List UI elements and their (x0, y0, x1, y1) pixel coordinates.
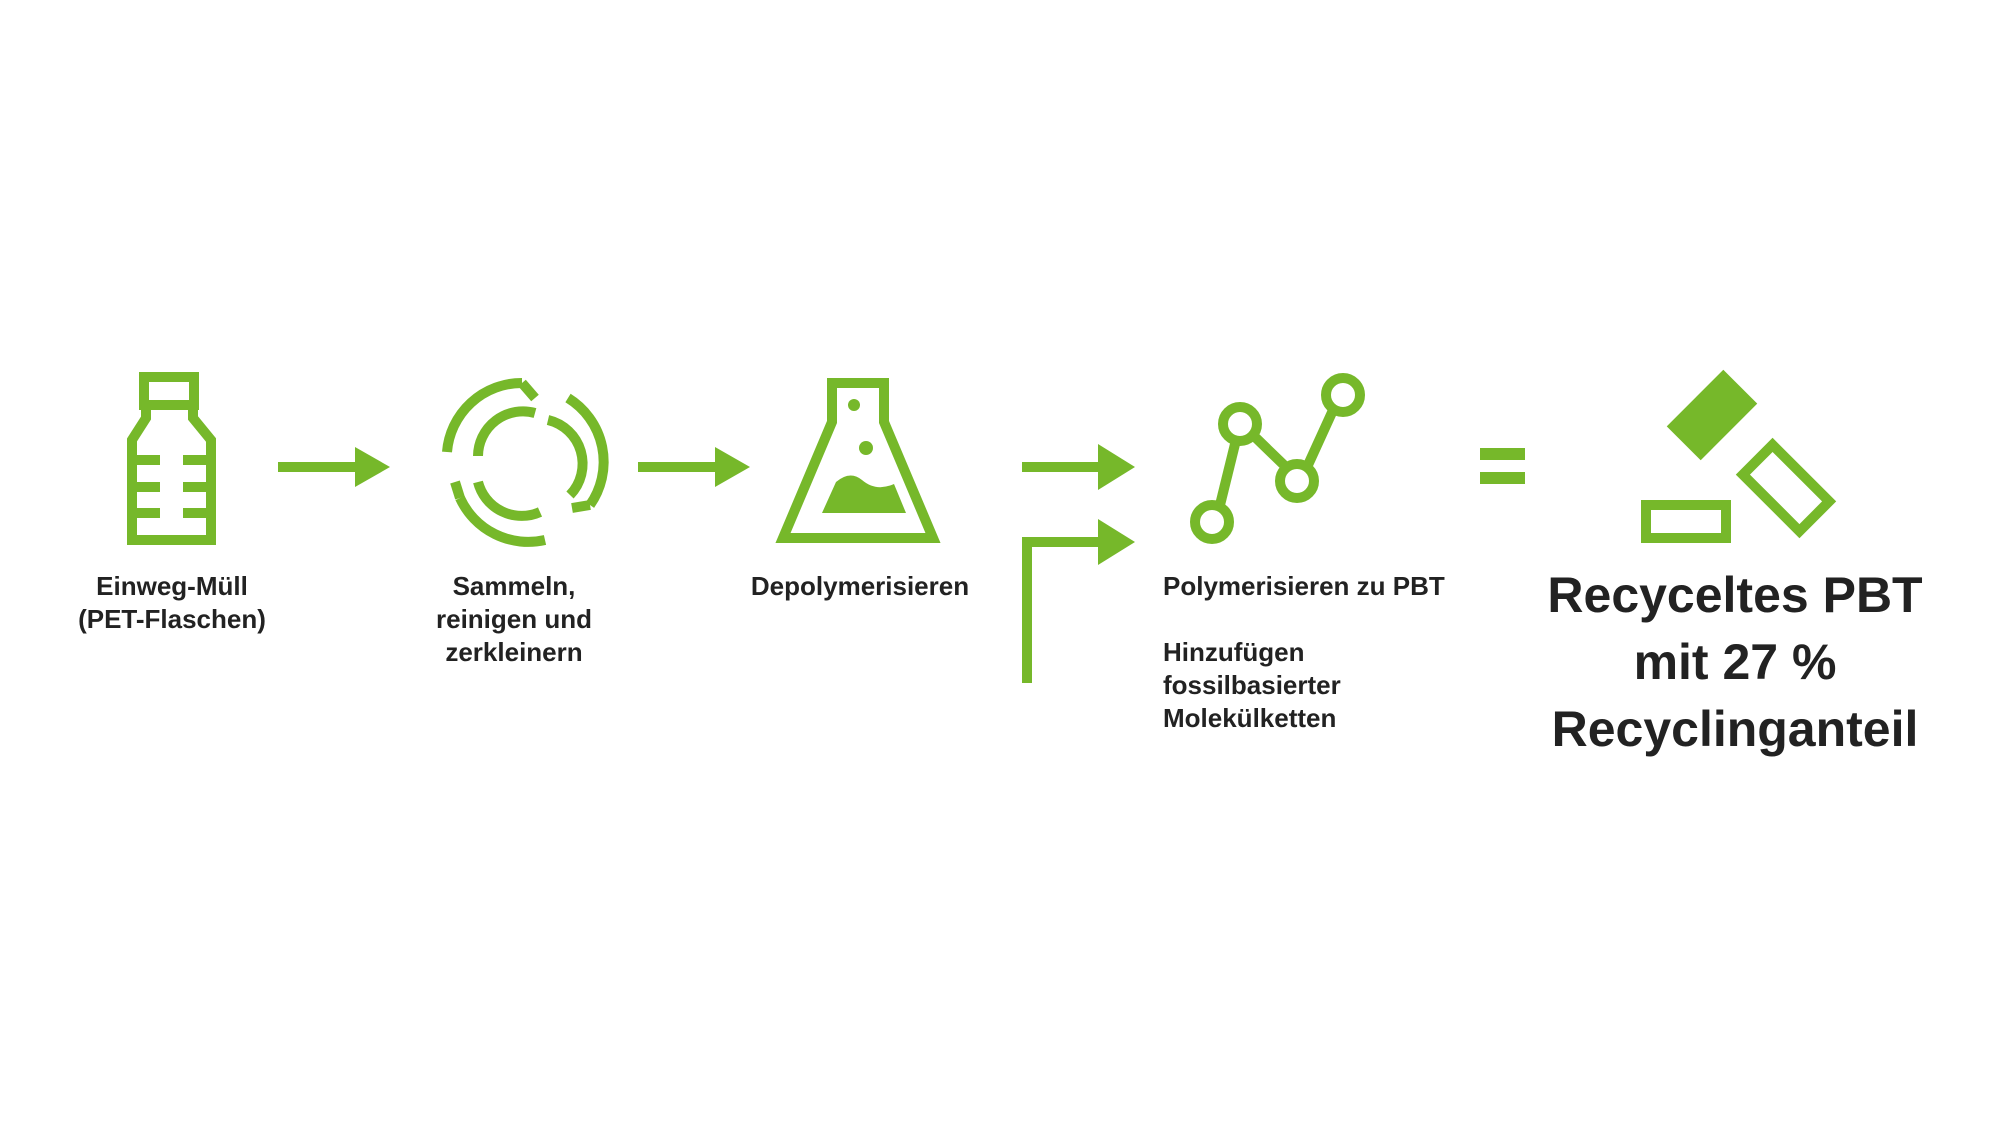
equals-icon (1480, 448, 1525, 484)
recycle-circle-icon (442, 377, 609, 547)
step-label-waste: Einweg-Müll (PET-Flaschen) (78, 571, 266, 634)
flask-icon (775, 378, 941, 543)
step-label-depolymerize: Depolymerisieren (750, 571, 970, 601)
bottle-icon (127, 372, 216, 545)
additive-label: Hinzufügen fossilbasierter Molekülketten (1163, 637, 1341, 733)
arrow-right-icon (1022, 444, 1135, 490)
merge-arrow-icon (1022, 519, 1135, 683)
step-label-polymerize: Polymerisieren zu PBT (1163, 571, 1445, 601)
arrow-right-icon (638, 447, 750, 487)
pellets-icon (1641, 369, 1837, 543)
step-label-collect: Sammeln, reinigen und zerkleinern (436, 571, 592, 667)
molecule-chain-icon (1190, 373, 1365, 544)
result-label: Recyceltes PBT mit 27 % Recyclinganteil (1547, 567, 1923, 757)
arrow-right-icon (278, 447, 390, 487)
